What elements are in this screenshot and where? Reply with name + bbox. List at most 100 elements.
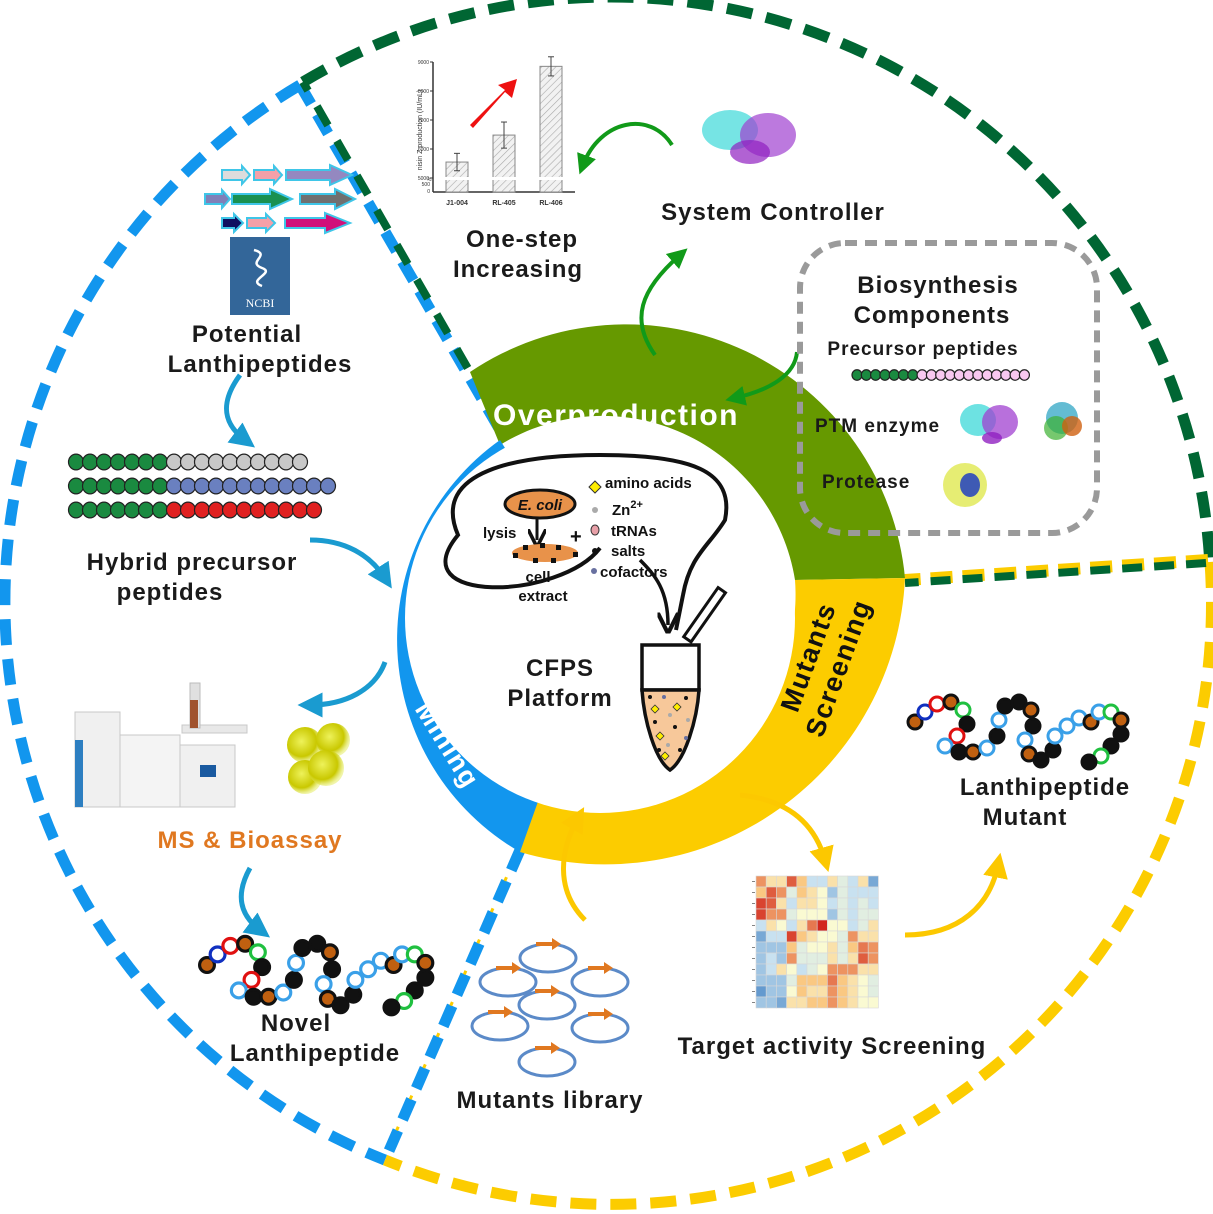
hybrid-bead-red [305,501,323,519]
amino-acid-residue [259,987,278,1006]
hybrid-bead-blue [277,477,295,495]
heatmap-cell [755,974,767,987]
hybrid-bead-gray [207,453,225,471]
heatmap-cell [857,908,869,921]
biosynthesis-components-box: Biosynthesis Components Precursor peptid… [797,240,1100,536]
overproduction-label: Overproduction [493,399,739,432]
cfps-platform: Platform [507,685,612,712]
amino-acid-residue [996,697,1014,715]
amino-acid-residue [236,934,255,953]
amino-acid-residue [1010,693,1028,711]
amino-acid-residue [964,743,982,761]
hybrid-bead-red [277,501,295,519]
overproduction-mutants-divider-green [904,559,1207,587]
ptm-enzyme-label: PTM enzyme [815,416,940,437]
hybrid-bead-gray [193,453,211,471]
hybrid-bead-gray [137,453,155,471]
ring-to-screening-arrow [739,792,834,873]
chart-y-tick-label: 8000 [418,89,429,95]
heatmap-cell [796,930,808,943]
heatmap-cell [827,897,838,910]
heatmap-cell [867,985,879,998]
hybrid-bead-gray [95,453,113,471]
precursor-bead [1018,369,1031,381]
ring-to-controller-arrow [639,248,688,357]
amino-acid-residue [221,936,240,955]
heatmap-cell [806,985,818,998]
plasmid-ring [470,1010,530,1042]
hybrid-to-ring-arrow [309,537,392,589]
amino-acid-residue [287,953,306,972]
amino-acid-residue [242,970,261,989]
precursor-bead [962,369,975,381]
increase-arrow [470,79,517,128]
precursor-bead [1009,369,1021,381]
hybrid-bead-blue [221,477,239,495]
heatmap-cell [776,875,787,888]
hybrid-bead-blue [179,477,197,495]
plasmid-gene-arrow [488,1006,513,1018]
heatmap-cell [827,985,838,998]
precursor-bead [879,369,891,381]
amino-acid-residue [405,981,424,1000]
chart-y-label: nisin Z production (IU/mL) [417,90,424,171]
cofactors-icon [591,568,597,574]
ecoli-label: E. coli [518,497,563,514]
amino-acid-residue [284,970,303,989]
heatmap-cell [806,886,818,899]
chart-y-tick-label: 9000 [418,60,429,66]
heatmap-cell [755,886,767,899]
heatmap-cell [867,886,879,899]
heatmap-cell [765,930,777,943]
amino-acid-residue [978,739,996,757]
heatmap-cell [765,941,777,954]
heatmap-cell [847,985,859,998]
plasmid-ring [570,1012,630,1044]
amino-acid-residue [1046,727,1064,745]
amino-acid-residue [990,711,1008,729]
heatmap-cell [776,919,787,932]
novel-lanthipeptide-structure [197,934,435,1017]
heatmap-cell [796,908,808,921]
heatmap-cell [816,941,828,954]
amino-acid-residue [1032,751,1050,769]
hybrid-bead-blue [263,477,281,495]
heatmap-cell [827,875,838,888]
amino-acid-residue [1112,711,1130,729]
heatmap-cell [786,974,798,987]
heatmap-cell [827,974,838,987]
hybrid-bead-blue [81,477,99,495]
heatmap-cell [765,952,777,965]
hybrid-bead-red [109,501,127,519]
heatmap-cell [816,886,828,899]
plasmid-gene-arrow [588,962,613,974]
amino-acid-residue [936,737,954,755]
amino-acid-residue [1080,753,1098,771]
heatmap-cell [806,897,818,910]
heatmap-cell [816,897,828,910]
precursor-bead [897,369,910,381]
amino-acid-residue [244,987,263,1006]
heatmap-cell [857,963,869,976]
plasmid-gene-arrow [536,938,561,950]
lysis-label: lysis [483,525,516,542]
heatmap-cell [765,974,777,987]
tube-cap [640,643,701,692]
heatmap-cell [847,886,859,899]
amino-acid-residue [1058,717,1076,735]
heatmap-cell [796,897,808,910]
amino-acid-residue [958,715,976,733]
precursor-peptide-beads [851,369,1031,381]
plasmid-gene-arrow [588,1008,613,1020]
heatmap-cell [857,886,869,899]
hybrid-bead-blue [235,477,253,495]
hybrid-bead-gray [249,453,267,471]
hybrid-bead-red [291,501,309,519]
amino-acid-residue [308,934,327,953]
chart-y-tick-label: 5000 [418,176,429,182]
trna-icon [590,524,600,536]
heatmap-cell [837,974,849,987]
chart-x-tick-label: RL-406 [539,200,562,207]
hybrid-bead-gray [67,453,85,471]
chart-break: ≈ [427,174,432,184]
